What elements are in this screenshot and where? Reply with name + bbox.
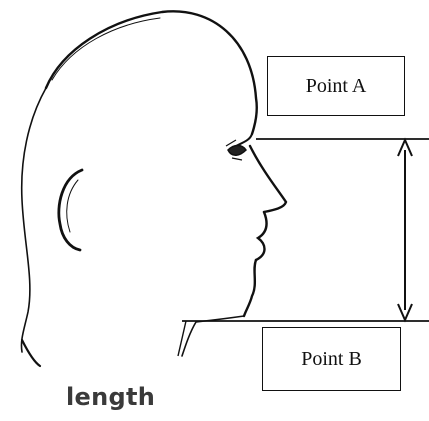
brow-line (235, 133, 253, 147)
eye-lash (225, 139, 243, 161)
neck-back (20, 87, 47, 353)
lips (254, 210, 268, 262)
arrow-head-down (397, 303, 413, 323)
arrow-head-up (397, 137, 413, 157)
point-a-label: Point A (267, 56, 405, 116)
point-b-label: Point B (262, 327, 401, 391)
head-outline-inner (51, 17, 161, 81)
caption-text: length (66, 383, 156, 411)
nose (248, 144, 288, 214)
neck-back-lower (20, 338, 42, 368)
neck-front (181, 315, 245, 357)
bottom-reference-drop (177, 320, 187, 357)
chin (242, 258, 258, 318)
eye (227, 144, 247, 156)
head-outline (44, 10, 258, 136)
ear (57, 168, 84, 252)
ear-inner (66, 179, 79, 233)
